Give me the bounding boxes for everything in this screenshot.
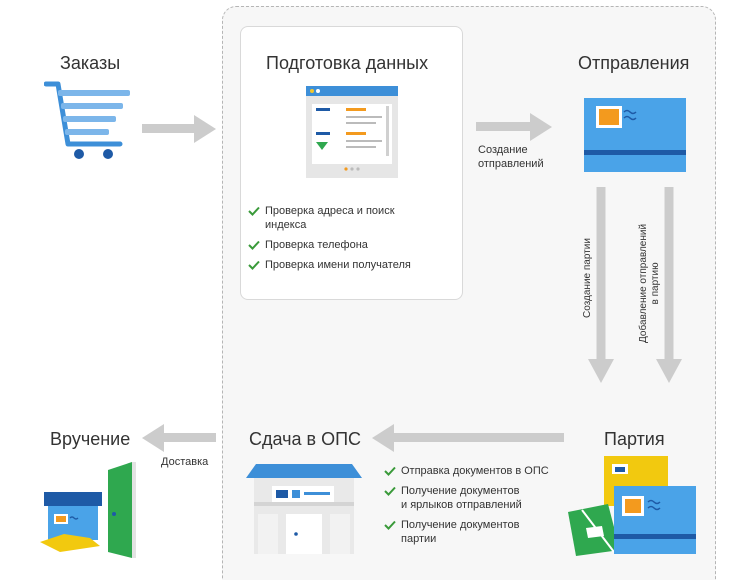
check-phone-label: Проверка телефона [265, 239, 368, 251]
check-send-docs-label: Отправка документов в ОПС [401, 465, 549, 477]
check-receive-labels-line2: и ярлыков отправлений [401, 499, 522, 511]
check-icon [248, 206, 260, 216]
check-receive-batch-docs: Получение документов партии [384, 518, 564, 546]
arrow-add-to-batch [656, 187, 682, 383]
data-preparation-title: Подготовка данных [266, 53, 429, 73]
check-address-line1: Проверка адреса и поиск [265, 205, 395, 217]
arrow-orders-to-prep [142, 115, 216, 143]
data-checks-list: Проверка адреса и поиск индекса Проверка … [248, 204, 458, 272]
check-phone: Проверка телефона [248, 238, 458, 252]
check-send-docs: Отправка документов в ОПС [384, 464, 564, 478]
check-icon [384, 486, 396, 496]
create-batch-label: Создание партии [582, 238, 593, 318]
check-receive-batch-docs-line1: Получение документов [401, 519, 520, 531]
batch-title: Партия [604, 429, 665, 449]
shopping-cart-icon [44, 81, 130, 159]
arrow-prep-to-shipments [476, 113, 552, 141]
batch-stack-icon [568, 456, 696, 556]
arrow-ops-to-delivery [142, 424, 216, 452]
delivery-door-icon [40, 462, 136, 558]
ops-checks-list: Отправка документов в ОПС Получение доку… [384, 464, 564, 546]
check-icon [384, 520, 396, 530]
arrow-create-batch [588, 187, 614, 383]
check-recipient-name: Проверка имени получателя [248, 258, 458, 272]
check-icon [248, 240, 260, 250]
check-receive-labels: Получение документов и ярлыков отправлени… [384, 484, 564, 512]
check-address: Проверка адреса и поиск индекса [248, 204, 458, 232]
ops-title: Сдача в ОПС [249, 429, 362, 449]
check-icon [248, 260, 260, 270]
delivery-label: Доставка [161, 456, 209, 468]
arrow-batch-to-ops [372, 424, 564, 452]
delivery-title: Вручение [50, 429, 131, 449]
create-shipments-label: Создание отправлений [478, 144, 544, 170]
add-to-batch-label: Добавление отправлений в партию [638, 223, 661, 343]
post-office-icon [246, 464, 362, 554]
orders-title: Заказы [60, 53, 121, 73]
check-recipient-name-label: Проверка имени получателя [265, 259, 411, 271]
data-form-icon [306, 86, 398, 178]
check-receive-labels-line1: Получение документов [401, 485, 520, 497]
check-address-line2: индекса [265, 219, 307, 231]
check-receive-batch-docs-line2: партии [401, 533, 437, 545]
check-icon [384, 466, 396, 476]
shipments-title: Отправления [578, 53, 690, 73]
envelope-icon [584, 98, 686, 172]
